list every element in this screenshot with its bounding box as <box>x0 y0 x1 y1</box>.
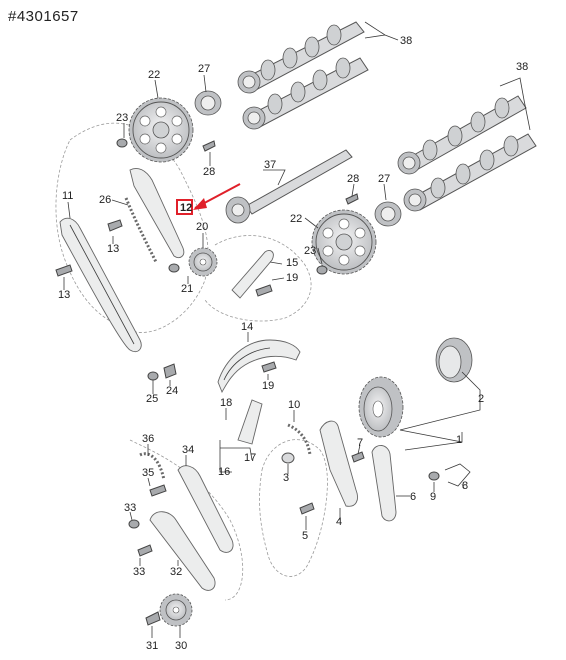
callout-27-left: 27 <box>198 63 210 75</box>
bolt-21 <box>168 263 180 273</box>
crank-gear-2 <box>435 337 473 383</box>
callout-12: 12 <box>180 202 192 214</box>
callout-28-left: 28 <box>203 166 215 178</box>
callout-15: 15 <box>286 257 298 269</box>
callout-19-lower: 19 <box>262 380 274 392</box>
camshaft-sprocket-right <box>311 209 377 275</box>
chain-sprocket-20 <box>188 247 218 277</box>
callout-38-upper: 38 <box>400 35 412 47</box>
guide-6 <box>371 445 397 522</box>
bolt-5 <box>299 502 315 515</box>
callout-36: 36 <box>142 433 154 445</box>
camshaft-lower-left <box>242 57 369 130</box>
callout-labels: 38 38 22 27 23 28 37 11 26 12 13 20 28 2… <box>58 35 528 652</box>
callout-26: 26 <box>99 194 111 206</box>
callout-22-right: 22 <box>290 213 302 225</box>
camshaft-upper-right <box>397 95 527 175</box>
chain-sprocket-30 <box>159 593 193 627</box>
callout-17: 17 <box>244 452 256 464</box>
callout-37: 37 <box>264 159 276 171</box>
bolt-13-upper <box>107 219 123 232</box>
callout-6: 6 <box>410 491 416 503</box>
washer-3 <box>281 452 295 464</box>
callout-18: 18 <box>220 397 232 409</box>
highlight-box <box>176 199 193 215</box>
cam-adjuster-left <box>194 90 222 116</box>
camshaft-upper-left <box>237 21 365 94</box>
intermediate-shaft <box>225 149 353 224</box>
callout-25: 25 <box>146 393 158 405</box>
callout-22-left: 22 <box>148 69 160 81</box>
callout-1: 1 <box>456 434 462 446</box>
callout-5: 5 <box>302 530 308 542</box>
pin-19-lower <box>261 361 277 373</box>
callout-19-upper: 19 <box>286 272 298 284</box>
guide-rail-34 <box>177 465 234 553</box>
callout-23-left: 23 <box>116 112 128 124</box>
callout-11: 11 <box>62 190 73 202</box>
callout-23-right: 23 <box>304 245 316 257</box>
pin-19-upper <box>255 284 273 297</box>
callout-20: 20 <box>196 221 208 233</box>
callout-28-right: 28 <box>347 173 359 185</box>
callout-2: 2 <box>478 393 484 405</box>
guide-rail-14 <box>217 339 301 394</box>
camshaft-sprocket-left <box>128 97 194 163</box>
bolt-13-lower <box>55 264 73 277</box>
bolt-35 <box>149 484 167 497</box>
bolt-33-lower <box>137 544 153 557</box>
sleeve-24 <box>163 363 177 379</box>
callout-24: 24 <box>166 385 178 397</box>
tensioner-guide-4 <box>319 420 358 507</box>
callout-38-right: 38 <box>516 61 528 73</box>
callout-7: 7 <box>357 437 363 449</box>
callout-3: 3 <box>283 472 289 484</box>
spring-clip-8 <box>444 463 471 487</box>
callout-13-lower: 13 <box>58 289 70 301</box>
callout-16: 16 <box>218 466 230 478</box>
callout-27-right: 27 <box>378 173 390 185</box>
bolt-9 <box>428 471 440 481</box>
bolt-23-right <box>316 265 328 275</box>
cam-adjuster-right <box>374 201 402 227</box>
camshaft-lower-right <box>403 133 537 212</box>
callout-10: 10 <box>288 399 300 411</box>
crank-sprocket-1 <box>358 376 404 438</box>
callout-21: 21 <box>181 283 193 295</box>
tensioner-rail-32 <box>149 511 216 591</box>
callout-13-upper: 13 <box>107 243 119 255</box>
callout-31: 31 <box>146 640 158 652</box>
callout-32: 32 <box>170 566 182 578</box>
bolt-23-left <box>116 138 128 148</box>
callout-14: 14 <box>241 321 253 333</box>
callout-33-lower: 33 <box>133 566 145 578</box>
callout-4: 4 <box>336 516 342 528</box>
catalog-id: #4301657 <box>8 8 79 25</box>
callout-35: 35 <box>142 467 154 479</box>
bolt-31 <box>145 611 161 626</box>
bolt-28-right <box>345 193 359 205</box>
leader-lines <box>63 21 531 638</box>
guide-rail-11 <box>59 217 142 353</box>
callout-34: 34 <box>182 444 194 456</box>
bolt-25 <box>147 371 159 381</box>
callout-9: 9 <box>430 491 436 503</box>
callout-30: 30 <box>175 640 187 652</box>
bolt-28-left <box>202 140 216 152</box>
callout-33-upper: 33 <box>124 502 136 514</box>
tensioner-rail-26 <box>124 168 185 263</box>
bracket-18 <box>237 399 263 445</box>
bolt-7 <box>351 451 365 463</box>
chain-tensioner-15 <box>231 249 274 299</box>
bolt-33-upper <box>128 519 140 529</box>
callout-8: 8 <box>462 480 468 492</box>
highlight-arrow <box>193 183 241 210</box>
